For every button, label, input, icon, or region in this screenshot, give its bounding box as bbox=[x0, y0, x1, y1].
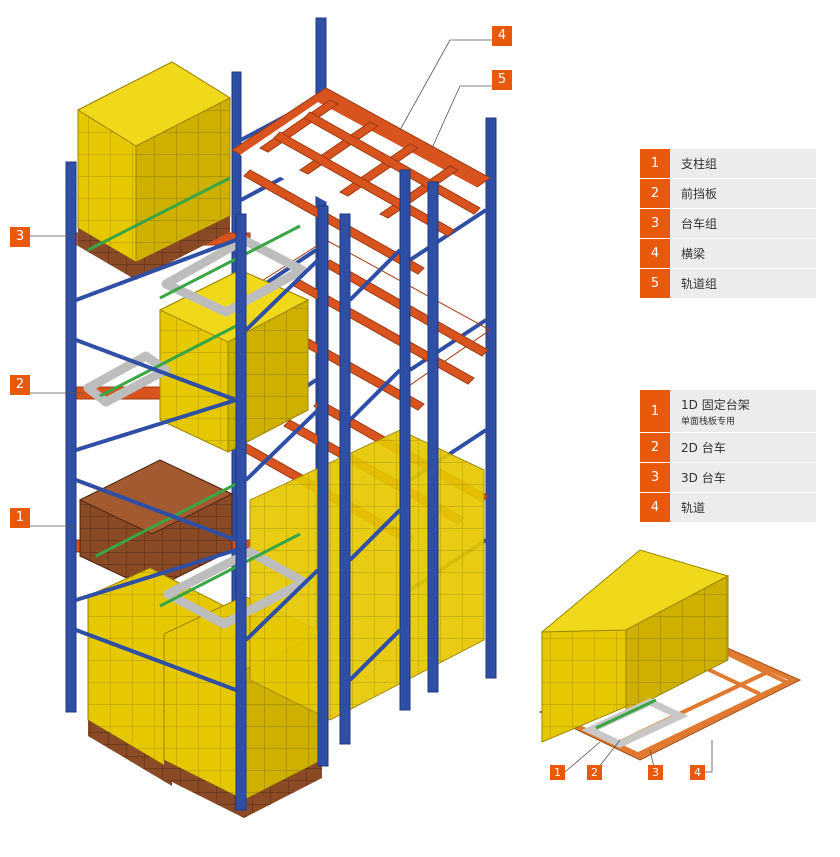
legend-row: 1 支柱组 bbox=[640, 149, 816, 178]
legend-row: 2 2D 台车 bbox=[640, 433, 816, 462]
legend-label: 轨道组 bbox=[670, 269, 816, 298]
legend-label: 横梁 bbox=[670, 239, 816, 268]
cargo-bottom bbox=[87, 429, 485, 818]
legend-num: 3 bbox=[640, 463, 670, 492]
legend-row: 3 3D 台车 bbox=[640, 463, 816, 492]
legend-num: 5 bbox=[640, 269, 670, 298]
callout-2: 2 bbox=[10, 375, 30, 395]
legend-num: 1 bbox=[640, 149, 670, 178]
legend-label: 轨道 bbox=[670, 493, 816, 522]
legend-num: 1 bbox=[640, 390, 670, 432]
legend-label: 2D 台车 bbox=[670, 433, 816, 462]
legend-label: 支柱组 bbox=[670, 149, 816, 178]
callout-1: 1 bbox=[10, 508, 30, 528]
callout-5: 5 bbox=[492, 70, 512, 90]
legend-label-group: 1D 固定台架 单面栈板专用 bbox=[670, 390, 816, 432]
callout-4: 4 bbox=[492, 26, 512, 46]
legend-num: 4 bbox=[640, 239, 670, 268]
legend-components: 1 支柱组 2 前挡板 3 台车组 4 横梁 5 轨道组 bbox=[640, 149, 816, 299]
legend-row: 4 轨道 bbox=[640, 493, 816, 522]
legend-sublabel: 单面栈板专用 bbox=[681, 416, 736, 427]
legend-num: 3 bbox=[640, 209, 670, 238]
legend-row: 2 前挡板 bbox=[640, 179, 816, 208]
legend-label: 台车组 bbox=[670, 209, 816, 238]
small-callout-1: 1 bbox=[550, 765, 565, 780]
legend-num: 4 bbox=[640, 493, 670, 522]
legend-row: 3 台车组 bbox=[640, 209, 816, 238]
legend-row: 5 轨道组 bbox=[640, 269, 816, 298]
leader-lines-main bbox=[30, 39, 492, 527]
front-uprights bbox=[65, 161, 439, 811]
callout-3: 3 bbox=[10, 227, 30, 247]
small-callout-2: 2 bbox=[587, 765, 602, 780]
small-callout-4: 4 bbox=[690, 765, 705, 780]
legend-label: 1D 固定台架 bbox=[681, 397, 750, 412]
front-bracing bbox=[75, 238, 402, 692]
legend-num: 2 bbox=[640, 179, 670, 208]
small-shuttle-illustration bbox=[538, 549, 802, 773]
legend-label: 3D 台车 bbox=[670, 463, 816, 492]
small-callout-3: 3 bbox=[648, 765, 663, 780]
legend-row: 1 1D 固定台架 单面栈板专用 bbox=[640, 390, 816, 432]
legend-label: 前挡板 bbox=[670, 179, 816, 208]
cart-rails-green bbox=[87, 176, 301, 608]
cargo-top bbox=[76, 61, 232, 280]
legend-parts: 1 1D 固定台架 单面栈板专用 2 2D 台车 3 3D 台车 4 轨道 bbox=[640, 390, 816, 523]
legend-num: 2 bbox=[640, 433, 670, 462]
legend-row: 4 横梁 bbox=[640, 239, 816, 268]
